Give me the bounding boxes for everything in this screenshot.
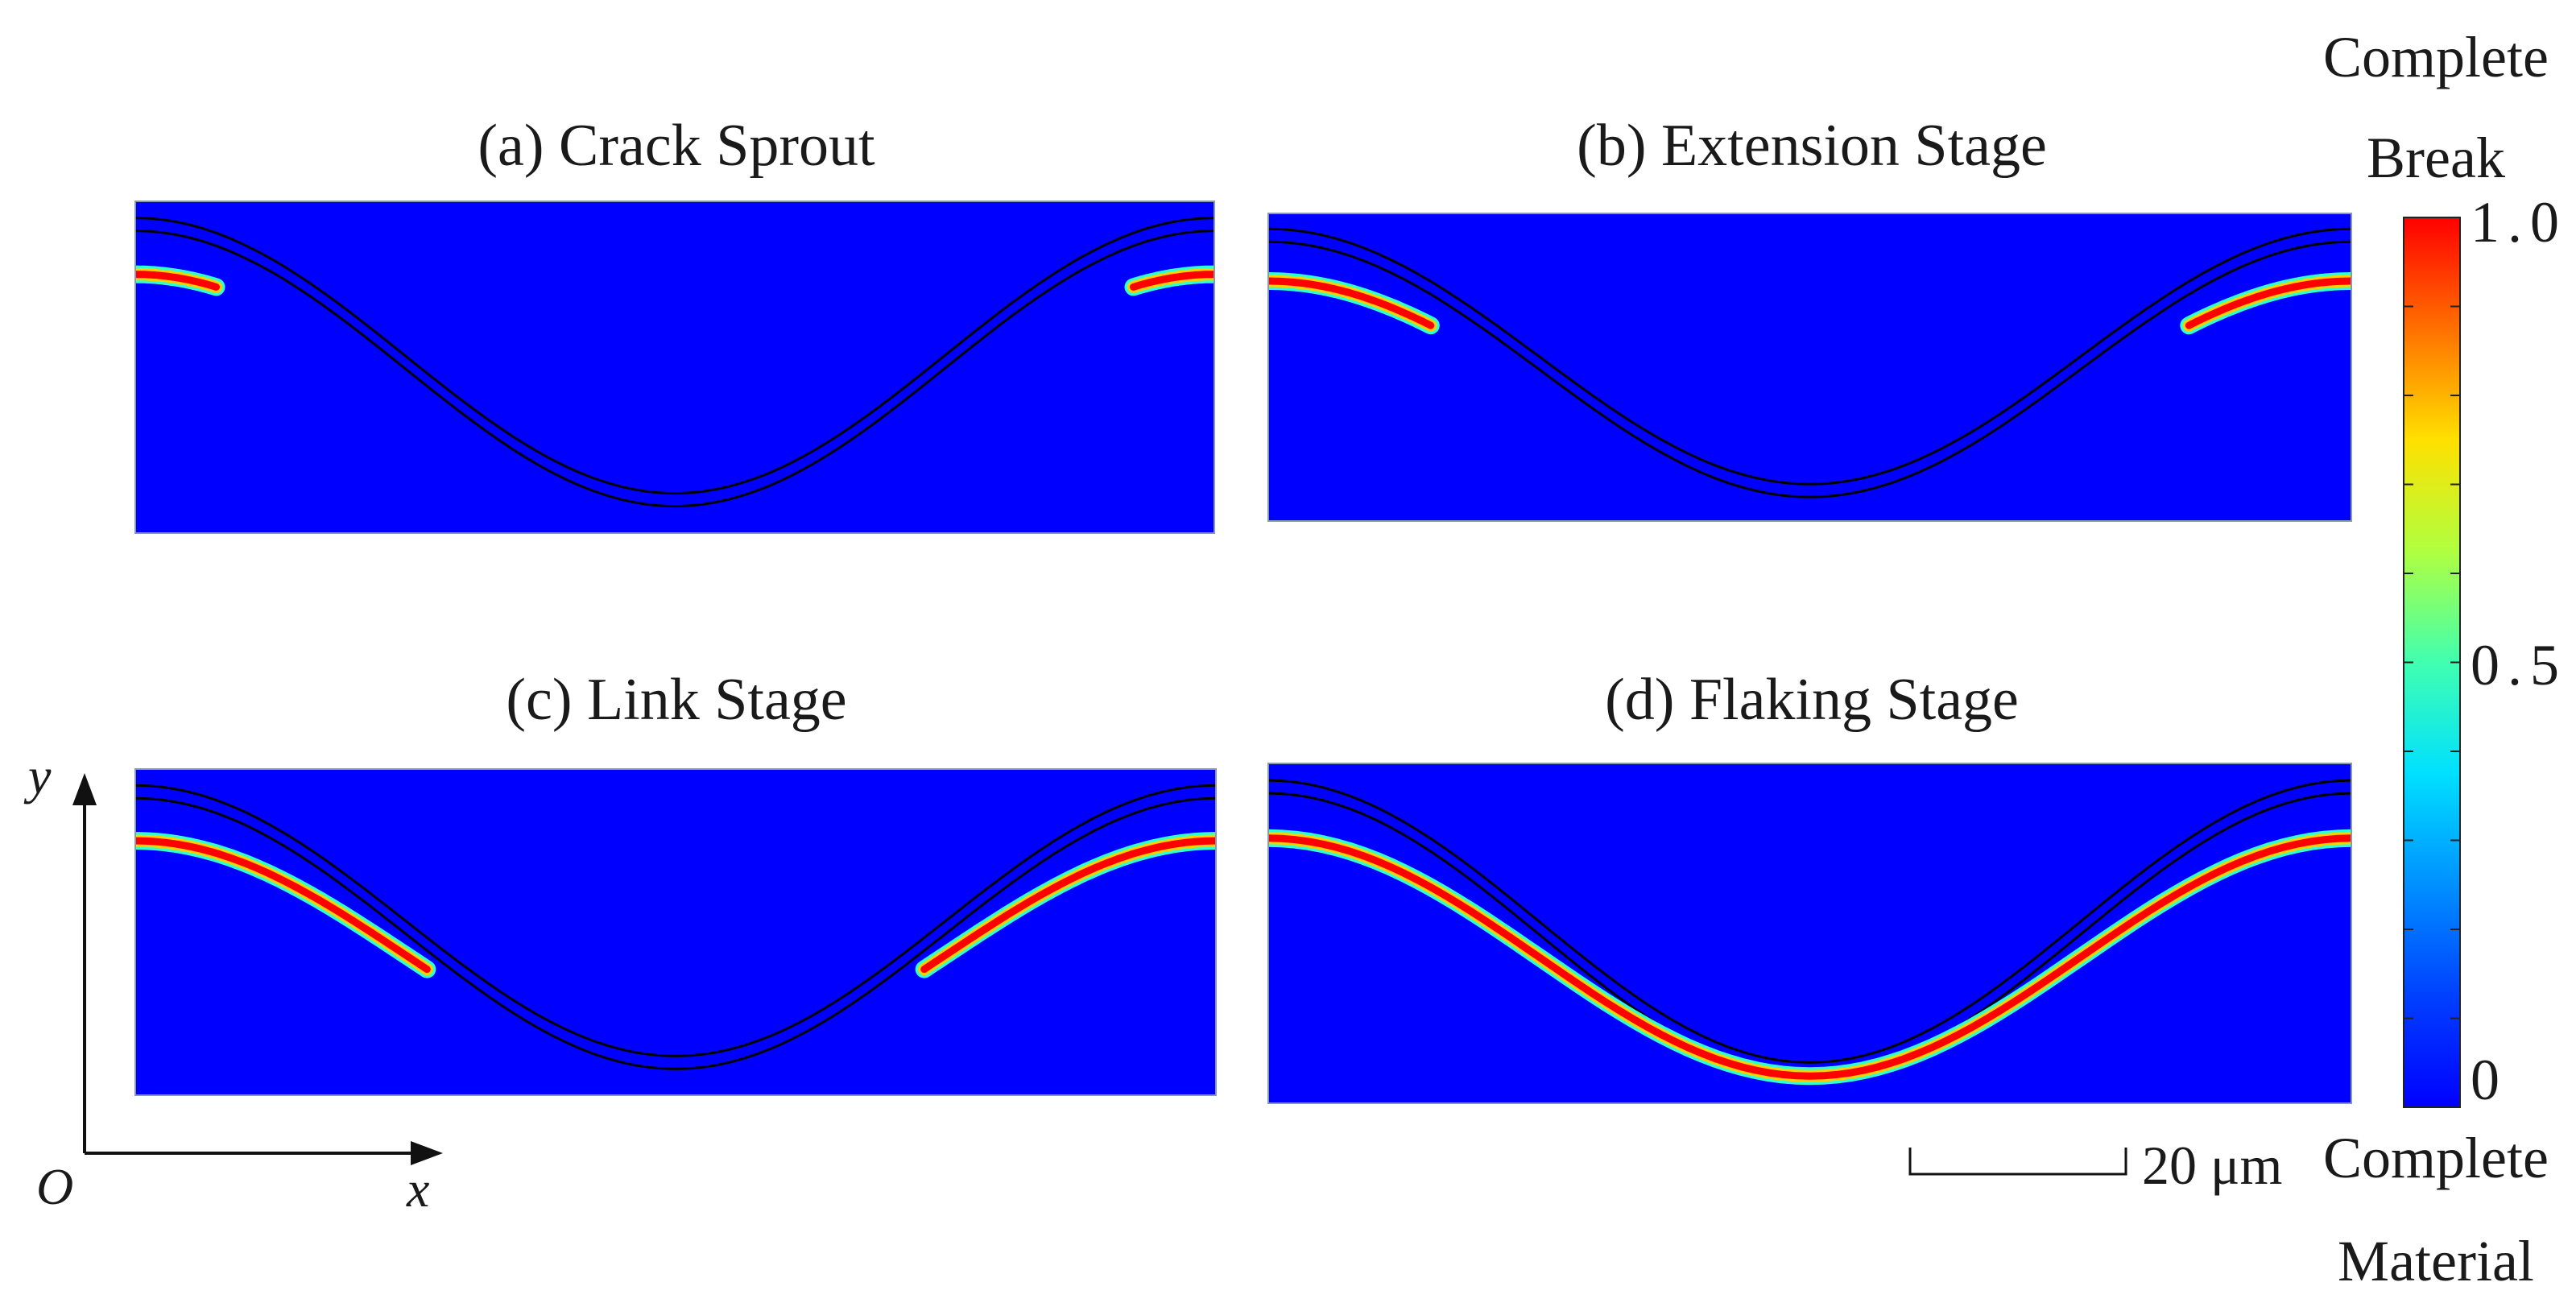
colorbar-top-label-line1: Complete [2323, 25, 2549, 89]
panel-b-field [1267, 213, 2352, 522]
panel-frame [1267, 213, 2352, 522]
panel-frame [1267, 763, 2352, 1104]
panel-frame [134, 201, 1215, 534]
interface-line-lower [1268, 240, 2351, 498]
axis-y-label: y [23, 747, 52, 804]
colorbar-top-label-line2: Break [2367, 126, 2505, 190]
colorbar-bottom-label-line1: Complete [2323, 1126, 2549, 1190]
panel-d-field [1267, 763, 2352, 1104]
crack-band [135, 271, 220, 291]
panel-frame [134, 768, 1217, 1096]
panel-title-a: (a) Crack Sprout [478, 113, 875, 179]
colorbar-tick-max: 1.0 [2471, 190, 2567, 254]
interface-line-upper [135, 217, 1214, 495]
axis-x-label: x [406, 1160, 429, 1218]
crack-band [135, 837, 431, 974]
interface-line-upper [135, 784, 1216, 1057]
axis-origin-label: O [36, 1158, 73, 1215]
material-field [1268, 213, 2351, 521]
crack-band [2185, 277, 2351, 329]
colorbar-bottom-label-line2: Material [2338, 1229, 2534, 1293]
x-arrow-icon [411, 1141, 443, 1165]
scale-bar [1908, 1148, 2127, 1176]
panel-a-field [134, 201, 1215, 534]
panel-title-b: (b) Extension Stage [1577, 113, 2047, 179]
colorbar-tick-marks [2404, 217, 2460, 1108]
crack-band [1130, 271, 1214, 291]
interface-line-upper [1268, 227, 2351, 486]
colorbar-tick-mid: 0.5 [2471, 633, 2567, 697]
interface-line-lower [135, 230, 1214, 508]
interface-line-lower [135, 796, 1216, 1070]
crack-band [1268, 277, 1435, 329]
colorbar-tick-min: 0 [2471, 1048, 2508, 1112]
material-field [1268, 763, 2351, 1103]
scale-bar-label: 20 μm [2142, 1135, 2282, 1196]
coordinate-axes [72, 773, 443, 1165]
material-field [135, 201, 1214, 533]
crack-band [920, 837, 1216, 974]
material-field [135, 769, 1216, 1095]
crack-band [1268, 834, 2351, 1080]
panel-c-field [134, 768, 1217, 1096]
panel-title-d: (d) Flaking Stage [1605, 667, 2019, 733]
y-arrow-icon [72, 773, 97, 805]
panel-title-c: (c) Link Stage [506, 667, 846, 733]
interface-line-upper [1268, 779, 2351, 1064]
